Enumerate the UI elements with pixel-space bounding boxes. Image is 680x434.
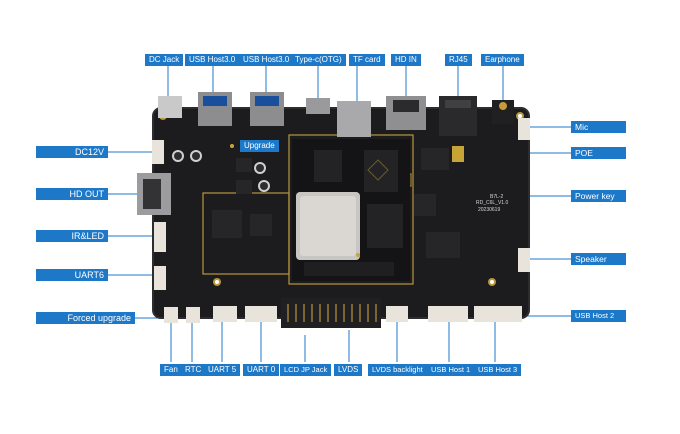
board-model-text: RD_C6L_V1.0: [476, 200, 508, 206]
label-lcd-jp-jack: LCD JP Jack: [280, 364, 332, 376]
label-usb-host-1: USB Host 1: [427, 364, 475, 376]
label-type-c-otg: Type-c(OTG): [291, 54, 346, 66]
label-poe: POE: [571, 147, 626, 159]
components: [172, 144, 460, 258]
side-connectors: [152, 118, 530, 323]
label-hd-in: HD IN: [391, 54, 421, 66]
label-fan: Fan: [160, 364, 182, 376]
top-connectors: [158, 92, 514, 137]
label-tf-card: TF card: [349, 54, 385, 66]
label-power-key: Power key: [571, 190, 626, 202]
label-upgrade: Upgrade: [240, 140, 279, 152]
core-module: [292, 139, 410, 281]
label-usb-host3-0-b: USB Host3.0: [239, 54, 294, 66]
lvds-connector: [281, 298, 381, 328]
label-ir-led: IR&LED: [36, 230, 108, 242]
label-rtc: RTC: [181, 364, 206, 376]
label-forced-upgrade: Forced upgrade: [36, 312, 135, 324]
label-rj45: RJ45: [445, 54, 472, 66]
label-usb-host3-0-a: USB Host3.0: [185, 54, 240, 66]
label-dc12v: DC12V: [36, 146, 108, 158]
label-speaker: Speaker: [571, 253, 626, 265]
label-earphone: Earphone: [481, 54, 524, 66]
label-uart5: UART 5: [204, 364, 241, 376]
label-uart0: UART 0: [243, 364, 280, 376]
label-mic: Mic: [571, 121, 626, 133]
label-usb-host-3: USB Host 3: [474, 364, 522, 376]
leader-lines: [108, 64, 571, 362]
label-hd-out: HD OUT: [36, 188, 108, 200]
label-uart6: UART6: [36, 269, 108, 281]
label-usb-host-2: USB Host 2: [571, 310, 626, 322]
board-date-text: 20230619: [478, 207, 500, 213]
label-lvds: LVDS: [334, 364, 363, 376]
label-dc-jack: DC Jack: [145, 54, 184, 66]
label-lvds-backlight: LVDS backlight: [368, 364, 427, 376]
board-code-text: B7L-2: [490, 194, 504, 200]
